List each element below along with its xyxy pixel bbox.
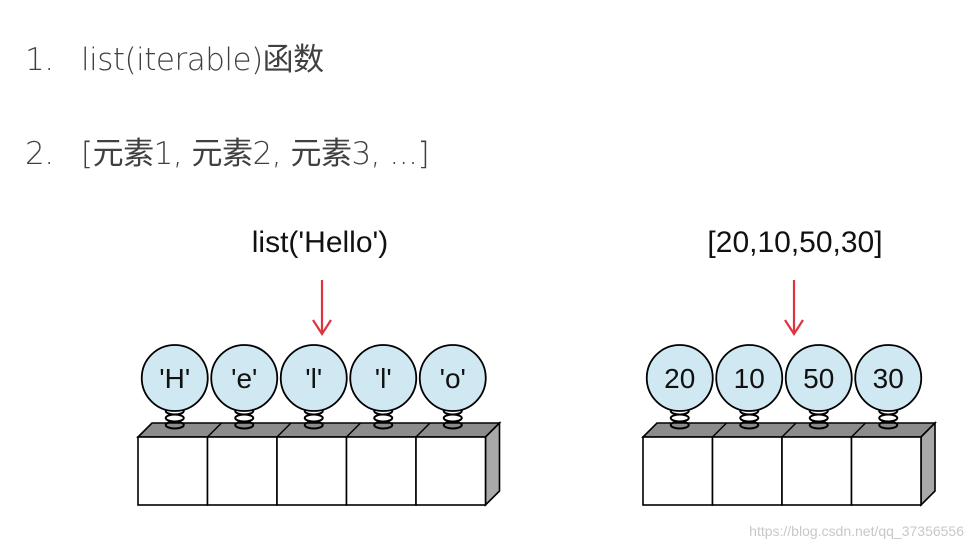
left-diagram-caption: list('Hello') <box>251 226 389 259</box>
right-diagram-caption: [20,10,50,30] <box>707 226 883 259</box>
left-cell <box>206 436 278 506</box>
list-item-1: 1. list(iterable)函数 <box>25 34 324 79</box>
right-cell-divider-top <box>781 422 797 438</box>
left-ball <box>140 344 209 412</box>
right-ball <box>715 344 784 412</box>
right-ball-label: 50 <box>803 363 834 394</box>
right-ball-label: 30 <box>873 363 904 394</box>
left-cell <box>276 436 348 506</box>
right-cell-divider-top <box>712 422 727 438</box>
right-diagram: 20 10 50 30 <box>641 280 937 507</box>
left-box-top <box>136 422 502 438</box>
left-cell <box>137 436 209 506</box>
list-text: [元素1, 元素2, 元素3, ...] <box>81 136 430 172</box>
right-spring-icon <box>878 406 899 430</box>
right-cell <box>781 436 853 506</box>
watermark: https://blog.csdn.net/qq_37356556 <box>749 523 964 539</box>
left-cell <box>415 436 487 506</box>
right-ball <box>645 344 714 412</box>
list-text: list(iterable)函数 <box>81 42 324 78</box>
right-cell <box>711 436 783 506</box>
left-spring-icon <box>442 406 463 430</box>
left-ball <box>279 344 348 412</box>
left-spring-icon <box>373 406 394 430</box>
left-diagram: 'H' 'e' 'l' 'l' 'o' <box>136 280 502 507</box>
left-cell <box>345 436 417 506</box>
left-ball-label: 'H' <box>159 363 190 394</box>
right-ball <box>854 344 923 412</box>
left-cell-divider-top <box>276 422 292 438</box>
left-ball-label: 'l' <box>305 363 322 394</box>
right-ball-label: 20 <box>664 363 695 394</box>
left-cell-divider-top <box>415 422 431 438</box>
left-ball-label: 'l' <box>375 363 392 394</box>
right-cell <box>642 436 714 506</box>
left-spring-icon <box>234 406 255 430</box>
left-box-side <box>484 421 501 507</box>
right-cell-divider-top <box>851 422 866 438</box>
left-ball-label: 'o' <box>440 363 466 394</box>
left-ball-label: 'e' <box>231 363 257 394</box>
right-cell <box>850 436 922 506</box>
left-cell-divider-top <box>346 422 361 438</box>
list-item-2: 2. [元素1, 元素2, 元素3, ...] <box>25 128 430 173</box>
right-ball <box>784 344 853 412</box>
list-number: 2. <box>25 136 54 172</box>
list-number: 1. <box>25 42 54 78</box>
left-ball <box>210 344 279 412</box>
right-box-side <box>920 421 936 507</box>
left-ball <box>418 344 487 412</box>
left-down-arrow-icon <box>312 280 332 337</box>
right-ball-label: 10 <box>734 363 765 394</box>
right-down-arrow-icon <box>784 280 804 337</box>
left-cell-divider-top <box>207 422 222 438</box>
left-ball <box>349 344 418 412</box>
